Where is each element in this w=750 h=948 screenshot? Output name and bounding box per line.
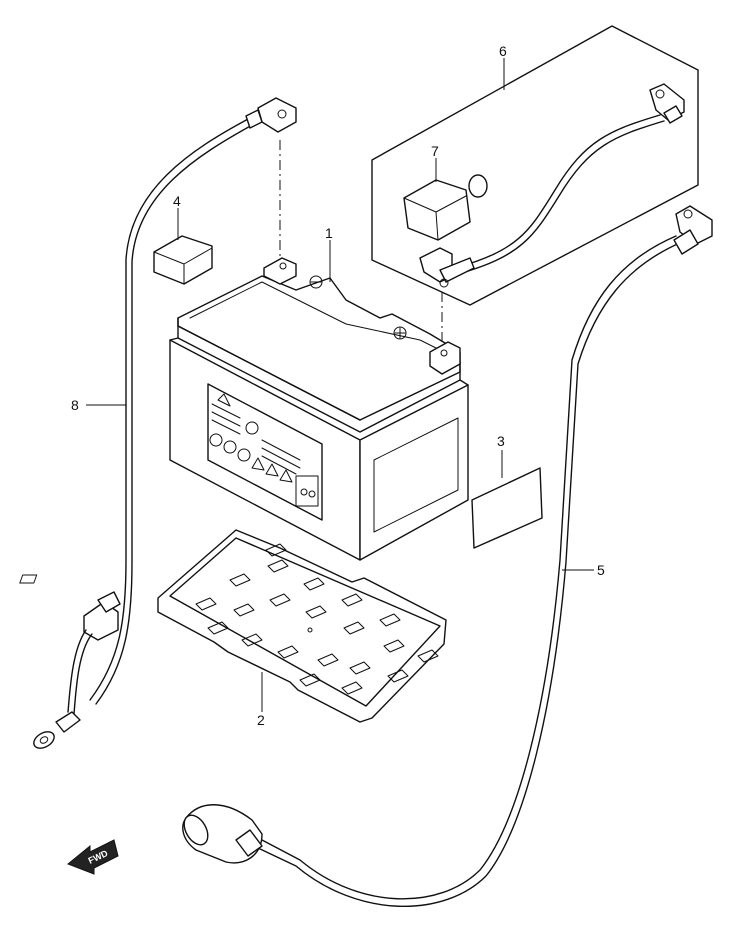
callout-4: 4 bbox=[173, 193, 181, 209]
callout-7: 7 bbox=[431, 143, 439, 159]
part-5-cable bbox=[182, 205, 713, 907]
callout-5: 5 bbox=[597, 562, 605, 578]
callout-8: 8 bbox=[71, 397, 79, 413]
part-7-terminal-cover bbox=[403, 174, 488, 241]
part-2-battery-tray bbox=[19, 529, 447, 723]
fwd-arrow-icon: FWD bbox=[67, 839, 119, 875]
part-4-cushion bbox=[153, 235, 213, 285]
callout-6: 6 bbox=[499, 43, 507, 59]
callout-1: 1 bbox=[325, 225, 333, 241]
callout-3: 3 bbox=[497, 433, 505, 449]
part-1-battery bbox=[169, 257, 469, 561]
callout-2: 2 bbox=[257, 712, 265, 728]
part-6-cable-set-panel bbox=[371, 25, 699, 306]
part-3-pad bbox=[471, 467, 543, 549]
part-8-cable bbox=[33, 97, 297, 749]
